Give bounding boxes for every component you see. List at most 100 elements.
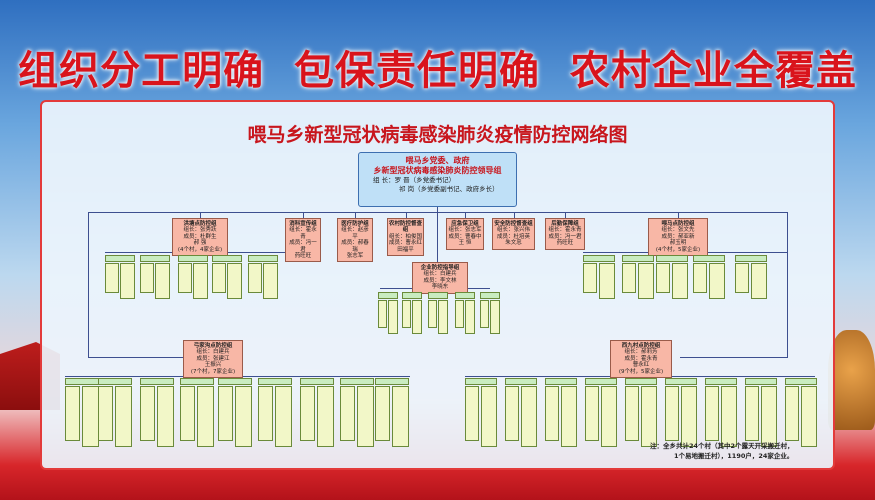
group-name: 弓家沟点防控组 bbox=[193, 343, 233, 349]
footnote: 注：全乡共计24个村（其中2个露天开采搬迁村， 1个易地搬迁村），1190户，2… bbox=[650, 441, 794, 461]
village-box bbox=[761, 386, 777, 447]
village-box bbox=[120, 263, 135, 299]
group-box: 后勤保障组组长：霍永青成员：冯一君药旺旺 bbox=[545, 218, 585, 250]
group-member: (4个村，5家企业) bbox=[655, 246, 701, 253]
group-box: 安全防控督查组组长：张兴伟成员：杜培英朱文忠 bbox=[492, 218, 535, 250]
village-box bbox=[638, 263, 654, 299]
village-box bbox=[693, 255, 725, 262]
group-name: 安全防控督查组 bbox=[494, 221, 533, 227]
village-box bbox=[65, 386, 81, 441]
group-box: 消科宣传组组长：霍永青成员：冯一君药旺旺 bbox=[285, 218, 321, 263]
village-box bbox=[98, 378, 132, 385]
leader-line: 组 长：罗 晋（乡党委书记） bbox=[373, 176, 456, 184]
connector-line bbox=[88, 357, 183, 358]
village-box bbox=[212, 263, 226, 293]
village-box bbox=[248, 263, 262, 293]
connector-line bbox=[303, 212, 304, 218]
enterprise-group-box: 企业防控指导组组长：白建兵成员：李文林李晓东 bbox=[412, 262, 468, 294]
village-box bbox=[625, 386, 640, 441]
village-box bbox=[665, 386, 680, 441]
village-box bbox=[545, 378, 577, 385]
village-box bbox=[248, 255, 278, 262]
group-member: 药旺旺 bbox=[294, 253, 312, 260]
village-box bbox=[438, 300, 448, 334]
village-box bbox=[98, 386, 114, 441]
village-box bbox=[705, 386, 720, 441]
group-member: 组长：赵彦平 bbox=[341, 227, 369, 240]
group-member: 成员：郝亚新 bbox=[661, 233, 695, 240]
connector-line bbox=[437, 212, 438, 262]
connector-line bbox=[680, 357, 788, 358]
village-box bbox=[735, 255, 767, 262]
village-box bbox=[428, 292, 448, 299]
village-box bbox=[193, 263, 208, 299]
village-box bbox=[521, 386, 537, 447]
connector-line bbox=[355, 212, 356, 218]
village-box bbox=[601, 386, 617, 447]
connector-line bbox=[437, 207, 438, 212]
leader-subtitle: 乡新型冠状病毒感染肺炎防控领导组 bbox=[373, 166, 502, 175]
village-box bbox=[275, 386, 292, 447]
chart-title: 喂马乡新型冠状病毒感染肺炎疫情防控网络图 bbox=[247, 124, 628, 146]
group-name: 消科宣传组 bbox=[289, 221, 317, 227]
village-box bbox=[641, 386, 657, 447]
village-box bbox=[705, 378, 737, 385]
village-box bbox=[480, 300, 489, 328]
village-box bbox=[481, 386, 497, 447]
group-member: 朱文忠 bbox=[505, 240, 522, 247]
village-box bbox=[155, 263, 170, 299]
village-box bbox=[300, 378, 334, 385]
banner-title: 组织分工明确 包保责任明确 农村企业全覆盖 bbox=[18, 48, 857, 94]
village-box bbox=[140, 255, 170, 262]
village-box bbox=[751, 263, 767, 299]
village-box bbox=[545, 386, 560, 441]
village-box bbox=[340, 378, 374, 385]
village-box bbox=[585, 378, 617, 385]
group-name: 西九村点防控组 bbox=[621, 343, 661, 349]
group-member: 成员：霍永青 bbox=[624, 355, 658, 362]
group-name: 洪塘点防控组 bbox=[183, 221, 217, 227]
group-member: 王 恒 bbox=[458, 240, 472, 247]
group-box: 洪塘点防控组组长：张秀跃成员：杜群生郝 强(4个村，4家企业) bbox=[172, 218, 228, 257]
group-member: 王振兴 bbox=[204, 362, 222, 369]
village-box bbox=[235, 386, 252, 447]
group-member: 组长：郝莉芳 bbox=[624, 349, 658, 356]
village-box bbox=[625, 378, 657, 385]
village-box bbox=[140, 378, 174, 385]
group-member: 组长：张兴伟 bbox=[496, 227, 530, 234]
village-box bbox=[218, 386, 234, 441]
village-box bbox=[561, 386, 577, 447]
stone-lion-decoration bbox=[828, 330, 875, 430]
south-left-group-box: 弓家沟点防控组组长：白建兵成员：张建江王振兴(7个村，7家企业) bbox=[183, 340, 243, 379]
village-box bbox=[258, 378, 292, 385]
group-member: 组长：张秀跃 bbox=[183, 227, 217, 234]
group-member: 药旺旺 bbox=[556, 240, 574, 247]
village-box bbox=[465, 378, 497, 385]
village-box bbox=[357, 386, 374, 447]
leadership-box: 喂马乡党委、政府 乡新型冠状病毒感染肺炎防控领导组 组 长：罗 晋（乡党委书记）… bbox=[358, 152, 517, 207]
connector-line bbox=[787, 212, 788, 358]
group-name: 企业防控指导组 bbox=[420, 265, 460, 271]
leader-title: 喂马乡党委、政府 bbox=[405, 156, 470, 165]
village-box bbox=[599, 263, 615, 299]
village-box bbox=[375, 386, 391, 441]
connector-line bbox=[465, 212, 466, 218]
village-box bbox=[681, 386, 697, 447]
connector-line bbox=[88, 212, 788, 213]
group-name: 应急保卫组 bbox=[451, 221, 479, 227]
village-box bbox=[82, 386, 99, 447]
village-box bbox=[178, 255, 208, 262]
group-member: 组长：张志军 bbox=[448, 227, 482, 234]
connector-line bbox=[678, 212, 679, 218]
village-box bbox=[227, 263, 242, 299]
village-box bbox=[622, 255, 654, 262]
village-box bbox=[378, 300, 387, 328]
village-box bbox=[428, 300, 437, 328]
village-box bbox=[455, 300, 464, 328]
group-member: 李晓东 bbox=[431, 284, 449, 291]
group-member: 组长：白建兵 bbox=[196, 349, 230, 356]
group-box: 农村防控督查组组长：柏俊国成员：曹永红田福平 bbox=[387, 218, 424, 257]
village-box bbox=[317, 386, 334, 447]
group-member: 郝 强 bbox=[193, 240, 207, 247]
note-line: 注：全乡共计24个村（其中2个露天开采搬迁村， bbox=[650, 442, 794, 450]
